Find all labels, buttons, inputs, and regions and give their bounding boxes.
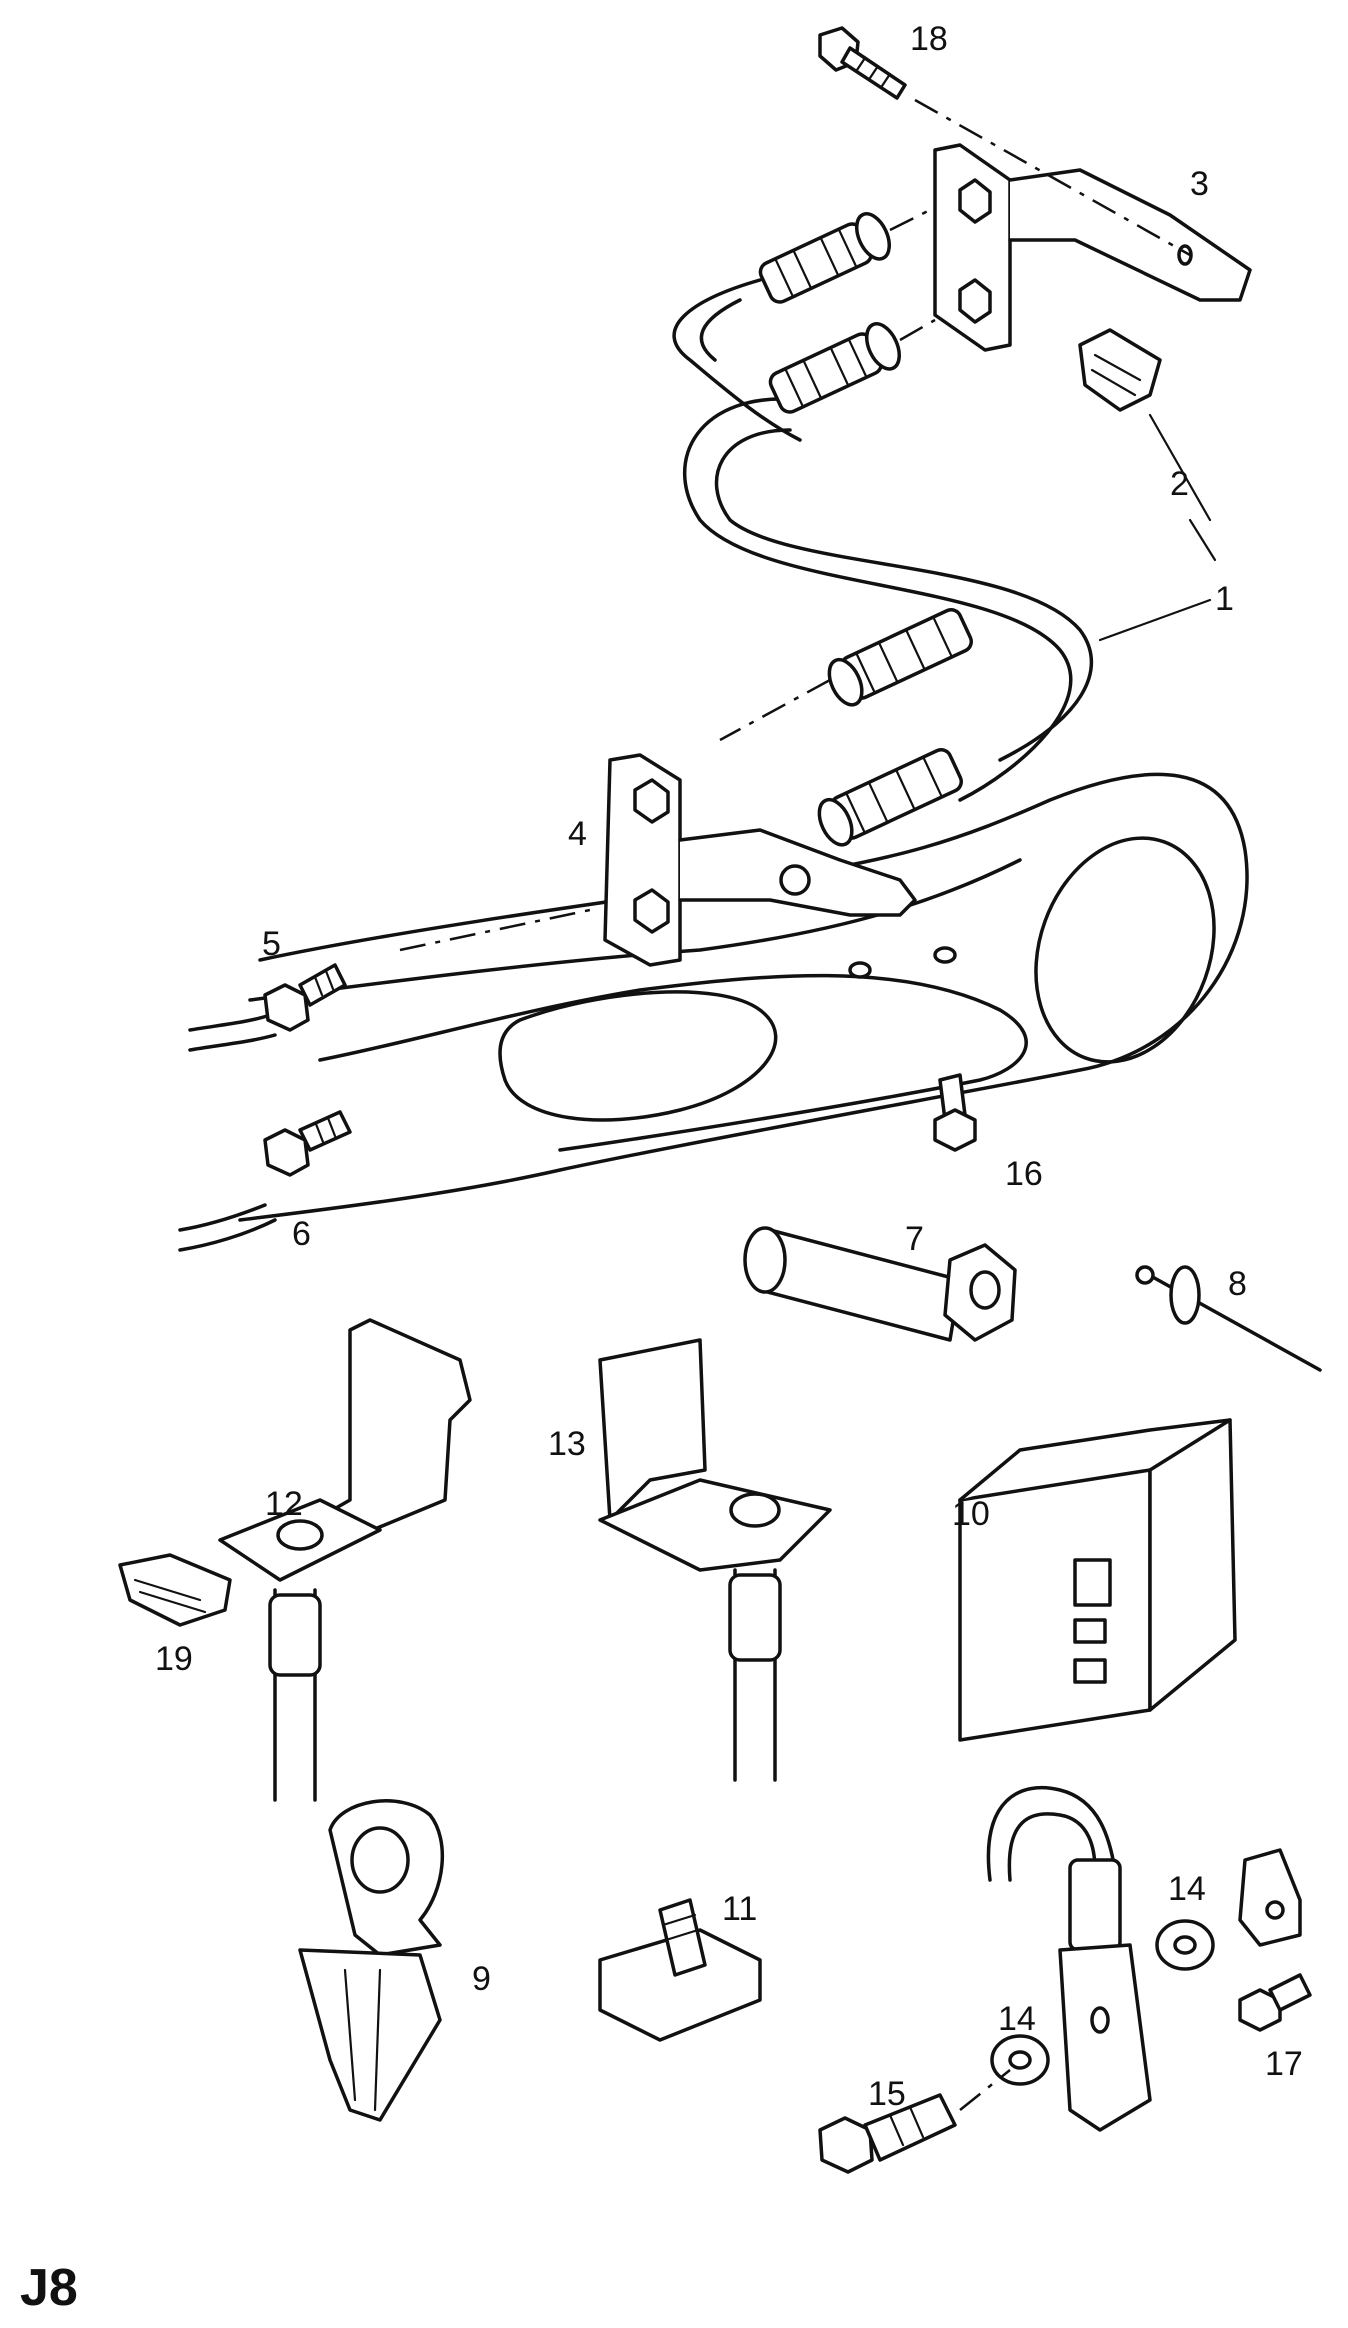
spacer-7 [743, 1226, 1017, 1342]
bracket-13 [598, 1338, 832, 1782]
callout-14b: 14 [1168, 1870, 1206, 1908]
callout-13: 13 [548, 1425, 586, 1463]
nut-clip-11 [598, 1898, 762, 2042]
callout-7: 7 [905, 1220, 924, 1258]
bracket-4 [603, 753, 917, 967]
callout-14a: 14 [998, 2000, 1036, 2038]
leader-lines [1098, 518, 1217, 642]
callout-11: 11 [722, 1890, 757, 1928]
bolt-18 [818, 26, 1191, 257]
bracket-12 [218, 1318, 472, 1802]
callout-4: 4 [568, 815, 587, 853]
callout-9: 9 [472, 1960, 491, 1998]
callout-1: 1 [1215, 580, 1234, 618]
upper-bracket [933, 143, 1252, 352]
callout-12: 12 [265, 1485, 303, 1523]
block-10 [958, 1418, 1237, 1742]
callout-6: 6 [292, 1215, 311, 1253]
nut-6 [178, 1110, 352, 1252]
callout-5: 5 [262, 925, 281, 963]
callout-2: 2 [1170, 465, 1189, 503]
clip-9 [298, 1799, 445, 2122]
hose-end-assembly [818, 1785, 1312, 2174]
brake-hose-assembly [672, 208, 1094, 847]
callout-10: 10 [952, 1495, 990, 1533]
clip-2 [1078, 328, 1212, 522]
callout-3: 3 [1190, 165, 1209, 203]
callout-15: 15 [868, 2075, 906, 2113]
page-code: J8 [20, 2259, 78, 2317]
nut-5 [188, 963, 347, 1052]
callout-19: 19 [155, 1640, 193, 1678]
pin-8 [1135, 1265, 1322, 1372]
callout-17: 17 [1265, 2045, 1303, 2083]
callout-8: 8 [1228, 1265, 1247, 1303]
bolt-16 [933, 1073, 977, 1152]
clip-19 [118, 1553, 232, 1627]
callout-16: 16 [1005, 1155, 1043, 1193]
callout-18: 18 [910, 20, 948, 58]
